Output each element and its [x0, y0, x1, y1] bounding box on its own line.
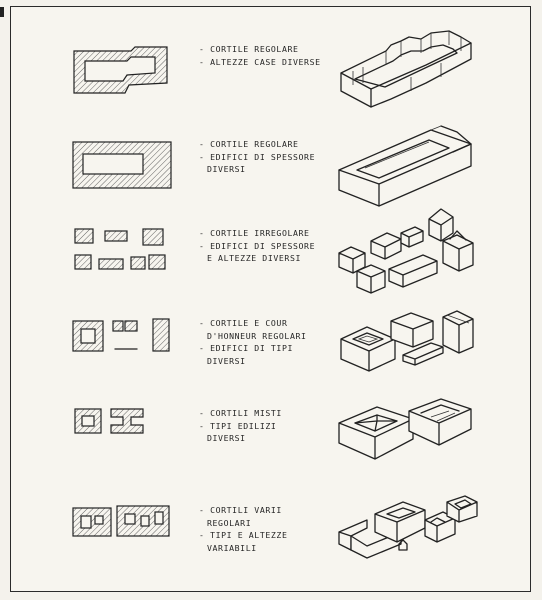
caption-line: Cortili misti: [199, 407, 324, 420]
courtyard-row-3: Cortile irregolare Edifici di spessore e…: [11, 208, 530, 317]
caption-line: Edifici di tipi: [199, 342, 324, 355]
caption-line: variabili: [207, 542, 257, 553]
caption-line: Tipi edilizi: [199, 420, 324, 433]
plan-drawing-2: [69, 138, 179, 218]
courtyard-row-6: Cortili varii regolari Tipi e altezze va…: [11, 495, 530, 594]
caption-line: Edifici di spessore: [199, 240, 324, 253]
caption-line: Altezze case diverse: [199, 56, 324, 69]
plan-drawing-4: [69, 317, 179, 397]
courtyard-row-5: Cortili misti Tipi edilizi diversi: [11, 398, 530, 497]
caption-5: Cortili misti Tipi edilizi diversi: [199, 407, 324, 445]
page-edge-mark: [0, 7, 4, 17]
caption-line: Cortile e cour: [199, 317, 324, 330]
caption-6: Cortili varii regolari Tipi e altezze va…: [199, 504, 324, 554]
caption-1: Cortile regolare Altezze case diverse: [199, 43, 324, 68]
plan-drawing-3: [69, 227, 179, 307]
courtyard-row-4: Cortile e cour d'honneur regolari Edific…: [11, 310, 530, 407]
caption-line: Edifici di spessore: [199, 151, 324, 164]
axonometric-drawing-5: [331, 387, 491, 477]
caption-line: Tipi e altezze: [199, 529, 324, 542]
caption-line: diversi: [207, 355, 246, 366]
caption-line: diversi: [207, 164, 246, 174]
axonometric-drawing-4: [331, 299, 491, 389]
plan-drawing-1: [69, 43, 179, 123]
axonometric-drawing-3: [331, 207, 491, 297]
plan-drawing-5: [69, 407, 179, 487]
caption-line: regolari: [207, 517, 252, 528]
caption-line: e altezze diversi: [207, 253, 301, 263]
caption-line: diversi: [207, 433, 246, 443]
axonometric-drawing-1: [331, 30, 491, 121]
courtyard-row-2: Cortile regolare Edifici di spessore div…: [11, 125, 530, 228]
caption-2: Cortile regolare Edifici di spessore div…: [199, 138, 324, 176]
caption-line: Cortile irregolare: [199, 227, 324, 240]
diagram-frame: Cortile regolare Altezze case diverse Co…: [10, 6, 531, 592]
courtyard-row-1: Cortile regolare Altezze case diverse: [11, 30, 530, 133]
caption-line: Cortili varii: [199, 504, 324, 517]
caption-line: Cortile regolare: [199, 138, 324, 151]
caption-line: Cortile regolare: [199, 43, 324, 56]
caption-3: Cortile irregolare Edifici di spessore e…: [199, 227, 324, 265]
axonometric-drawing-6: [331, 492, 491, 582]
plan-drawing-6: [69, 504, 179, 584]
caption-4: Cortile e cour d'honneur regolari Edific…: [199, 317, 324, 367]
caption-line: d'honneur regolari: [207, 330, 307, 341]
axonometric-drawing-2: [331, 125, 491, 216]
